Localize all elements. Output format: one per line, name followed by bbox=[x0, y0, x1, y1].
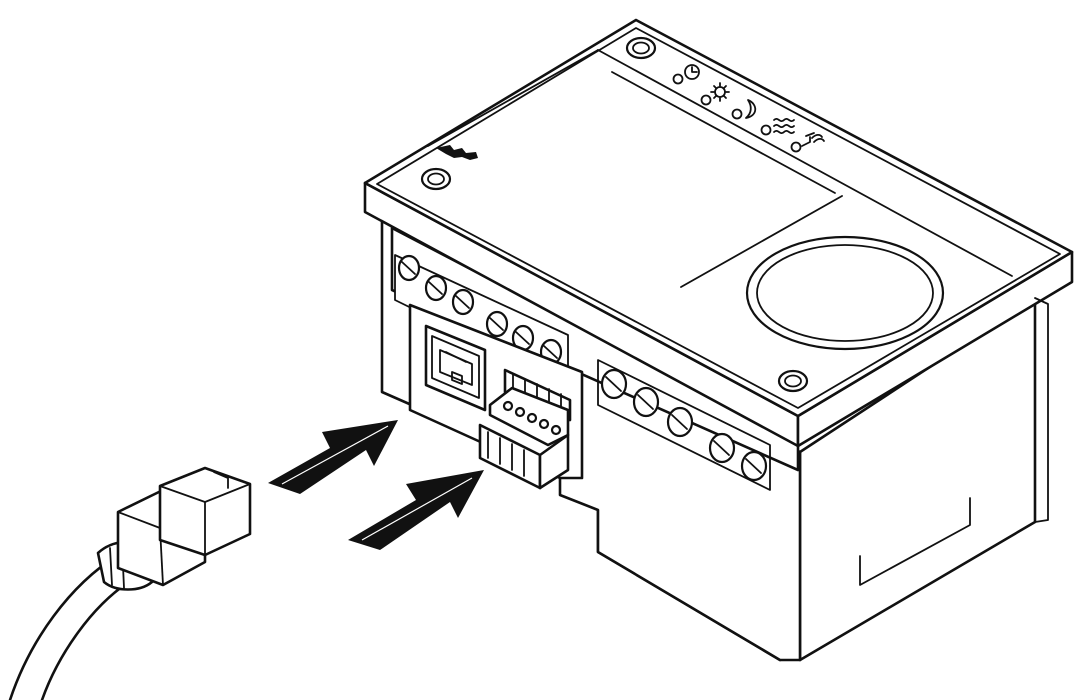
indicator-panel bbox=[672, 64, 825, 153]
rj45-cable-plug-icon bbox=[8, 466, 252, 700]
control-dial[interactable] bbox=[745, 235, 945, 351]
sun-icon bbox=[700, 82, 730, 106]
lid-screw-right bbox=[777, 369, 809, 393]
wireless-signal-icon bbox=[790, 132, 825, 153]
moon-icon bbox=[731, 99, 757, 120]
power-button[interactable] bbox=[625, 36, 657, 60]
screw-terminal-row-right bbox=[597, 359, 771, 491]
manufacturer-logo-icon bbox=[436, 145, 478, 160]
terminal-connector[interactable] bbox=[478, 368, 572, 490]
insert-arrow-icon bbox=[268, 420, 398, 494]
rj45-port[interactable] bbox=[424, 324, 487, 412]
heat-waves-icon bbox=[760, 117, 795, 136]
lid-screw-left bbox=[420, 167, 452, 191]
clock-icon bbox=[672, 64, 700, 85]
insert-arrow-icon bbox=[348, 470, 484, 550]
